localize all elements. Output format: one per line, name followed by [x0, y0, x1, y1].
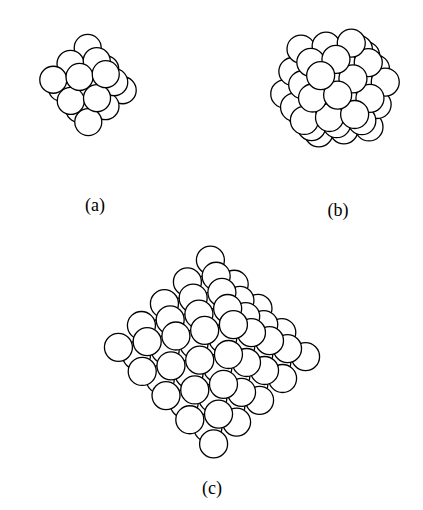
cluster-c: [104, 246, 319, 458]
panel-label: (a): [85, 195, 105, 216]
atom-sphere: [133, 328, 161, 356]
cluster-b: [271, 29, 400, 147]
atom-sphere: [214, 340, 242, 368]
atom-sphere: [219, 311, 247, 339]
atom-sphere: [162, 322, 190, 350]
atom-sphere: [157, 352, 185, 380]
atom-sphere: [92, 61, 119, 88]
panel-label: (c): [202, 478, 222, 499]
atom-sphere: [176, 406, 204, 434]
atom-sphere: [186, 346, 214, 374]
atom-sphere: [57, 87, 84, 114]
atom-sphere: [307, 62, 335, 90]
atom-sphere: [210, 370, 238, 398]
atom-sphere: [152, 382, 180, 410]
atom-sphere: [104, 333, 132, 361]
atom-sphere: [128, 357, 156, 385]
atom-sphere: [200, 430, 228, 458]
atom-sphere: [75, 109, 102, 136]
atom-sphere: [66, 63, 93, 90]
atom-sphere: [191, 316, 219, 344]
atom-sphere: [84, 85, 111, 112]
atom-sphere: [181, 376, 209, 404]
panel-label: (b): [328, 200, 349, 221]
cluster-a: [40, 34, 136, 135]
atom-sphere: [40, 66, 67, 93]
atom-sphere: [205, 400, 233, 428]
